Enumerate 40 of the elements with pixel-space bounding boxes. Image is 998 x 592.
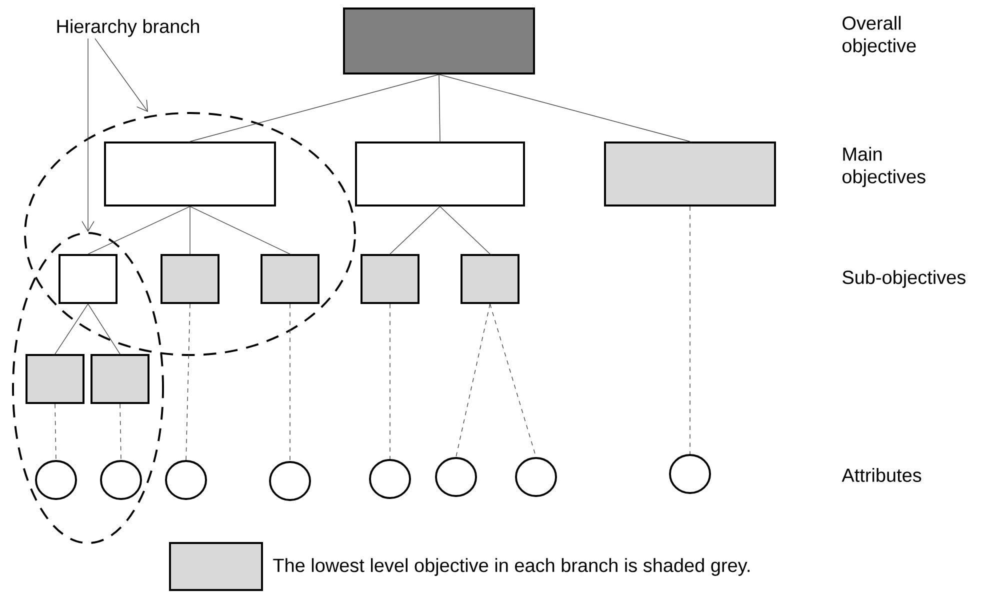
connector-line	[186, 304, 190, 460]
connector-line	[88, 304, 120, 354]
objective-box	[26, 354, 84, 404]
legend-text: The lowest level objective in each branch is shaded grey.	[273, 558, 750, 576]
level-label: Overall objective	[842, 16, 916, 56]
connector-line	[190, 74, 440, 142]
level-label: Attributes	[842, 468, 922, 482]
leader-line	[94, 38, 148, 112]
connector-line	[440, 206, 490, 254]
objective-box	[460, 254, 520, 304]
branch-label: Hierarchy branch	[57, 19, 199, 37]
level-label: Sub-objectives	[842, 270, 966, 288]
objective-box	[604, 142, 776, 206]
attribute-circle	[100, 460, 142, 500]
objective-box	[355, 142, 525, 206]
objective-box	[90, 354, 150, 404]
attribute-circle	[515, 457, 557, 497]
attribute-circle	[435, 457, 477, 497]
objective-box	[104, 142, 276, 206]
objective-box	[360, 254, 420, 304]
connector-line	[456, 304, 490, 458]
attribute-circle	[369, 459, 411, 499]
connector-line	[190, 206, 290, 254]
connector-line	[54, 404, 56, 460]
connector-line	[438, 74, 690, 142]
connector-line	[120, 404, 122, 460]
attribute-circle	[35, 460, 77, 500]
objective-box	[343, 8, 535, 74]
connector-line	[390, 206, 440, 254]
connector-line	[438, 74, 440, 142]
attribute-circle	[669, 454, 711, 494]
objective-box	[260, 254, 320, 304]
connector-line	[54, 304, 88, 354]
objective-box	[160, 254, 220, 304]
connector-line	[88, 206, 190, 254]
level-label: Main objectives	[842, 146, 926, 188]
objective-box	[58, 254, 118, 304]
attribute-circle	[165, 460, 207, 500]
leader-line	[82, 38, 94, 232]
attribute-circle	[269, 461, 311, 501]
